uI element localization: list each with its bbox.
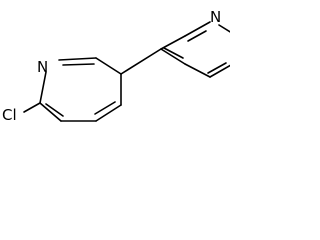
bond: [218, 24, 230, 33]
bond: [62, 63, 95, 66]
bond: [160, 48, 186, 65]
chlorine-label: Cl: [2, 106, 17, 124]
bond: [95, 104, 122, 122]
bond: [39, 71, 47, 104]
bond: [160, 35, 186, 50]
bond: [184, 63, 211, 78]
bond: [187, 30, 207, 42]
biaryl-bond: [120, 48, 162, 75]
right-pyridine-ring: [160, 21, 230, 78]
bond: [58, 57, 97, 61]
bond: [163, 47, 184, 59]
bond: [39, 102, 62, 122]
bond: [45, 103, 64, 117]
bond: [184, 21, 211, 37]
nitrogen-label-right: N: [210, 8, 221, 26]
c-cl-bond: [23, 102, 41, 113]
bond: [94, 101, 116, 115]
bond: [207, 62, 227, 74]
left-pyridine-ring: [39, 57, 122, 122]
bond: [209, 64, 230, 78]
nitrogen-label-left: N: [37, 58, 48, 76]
bond: [95, 57, 122, 75]
chemical-structure: N N Cl: [2, 8, 230, 124]
